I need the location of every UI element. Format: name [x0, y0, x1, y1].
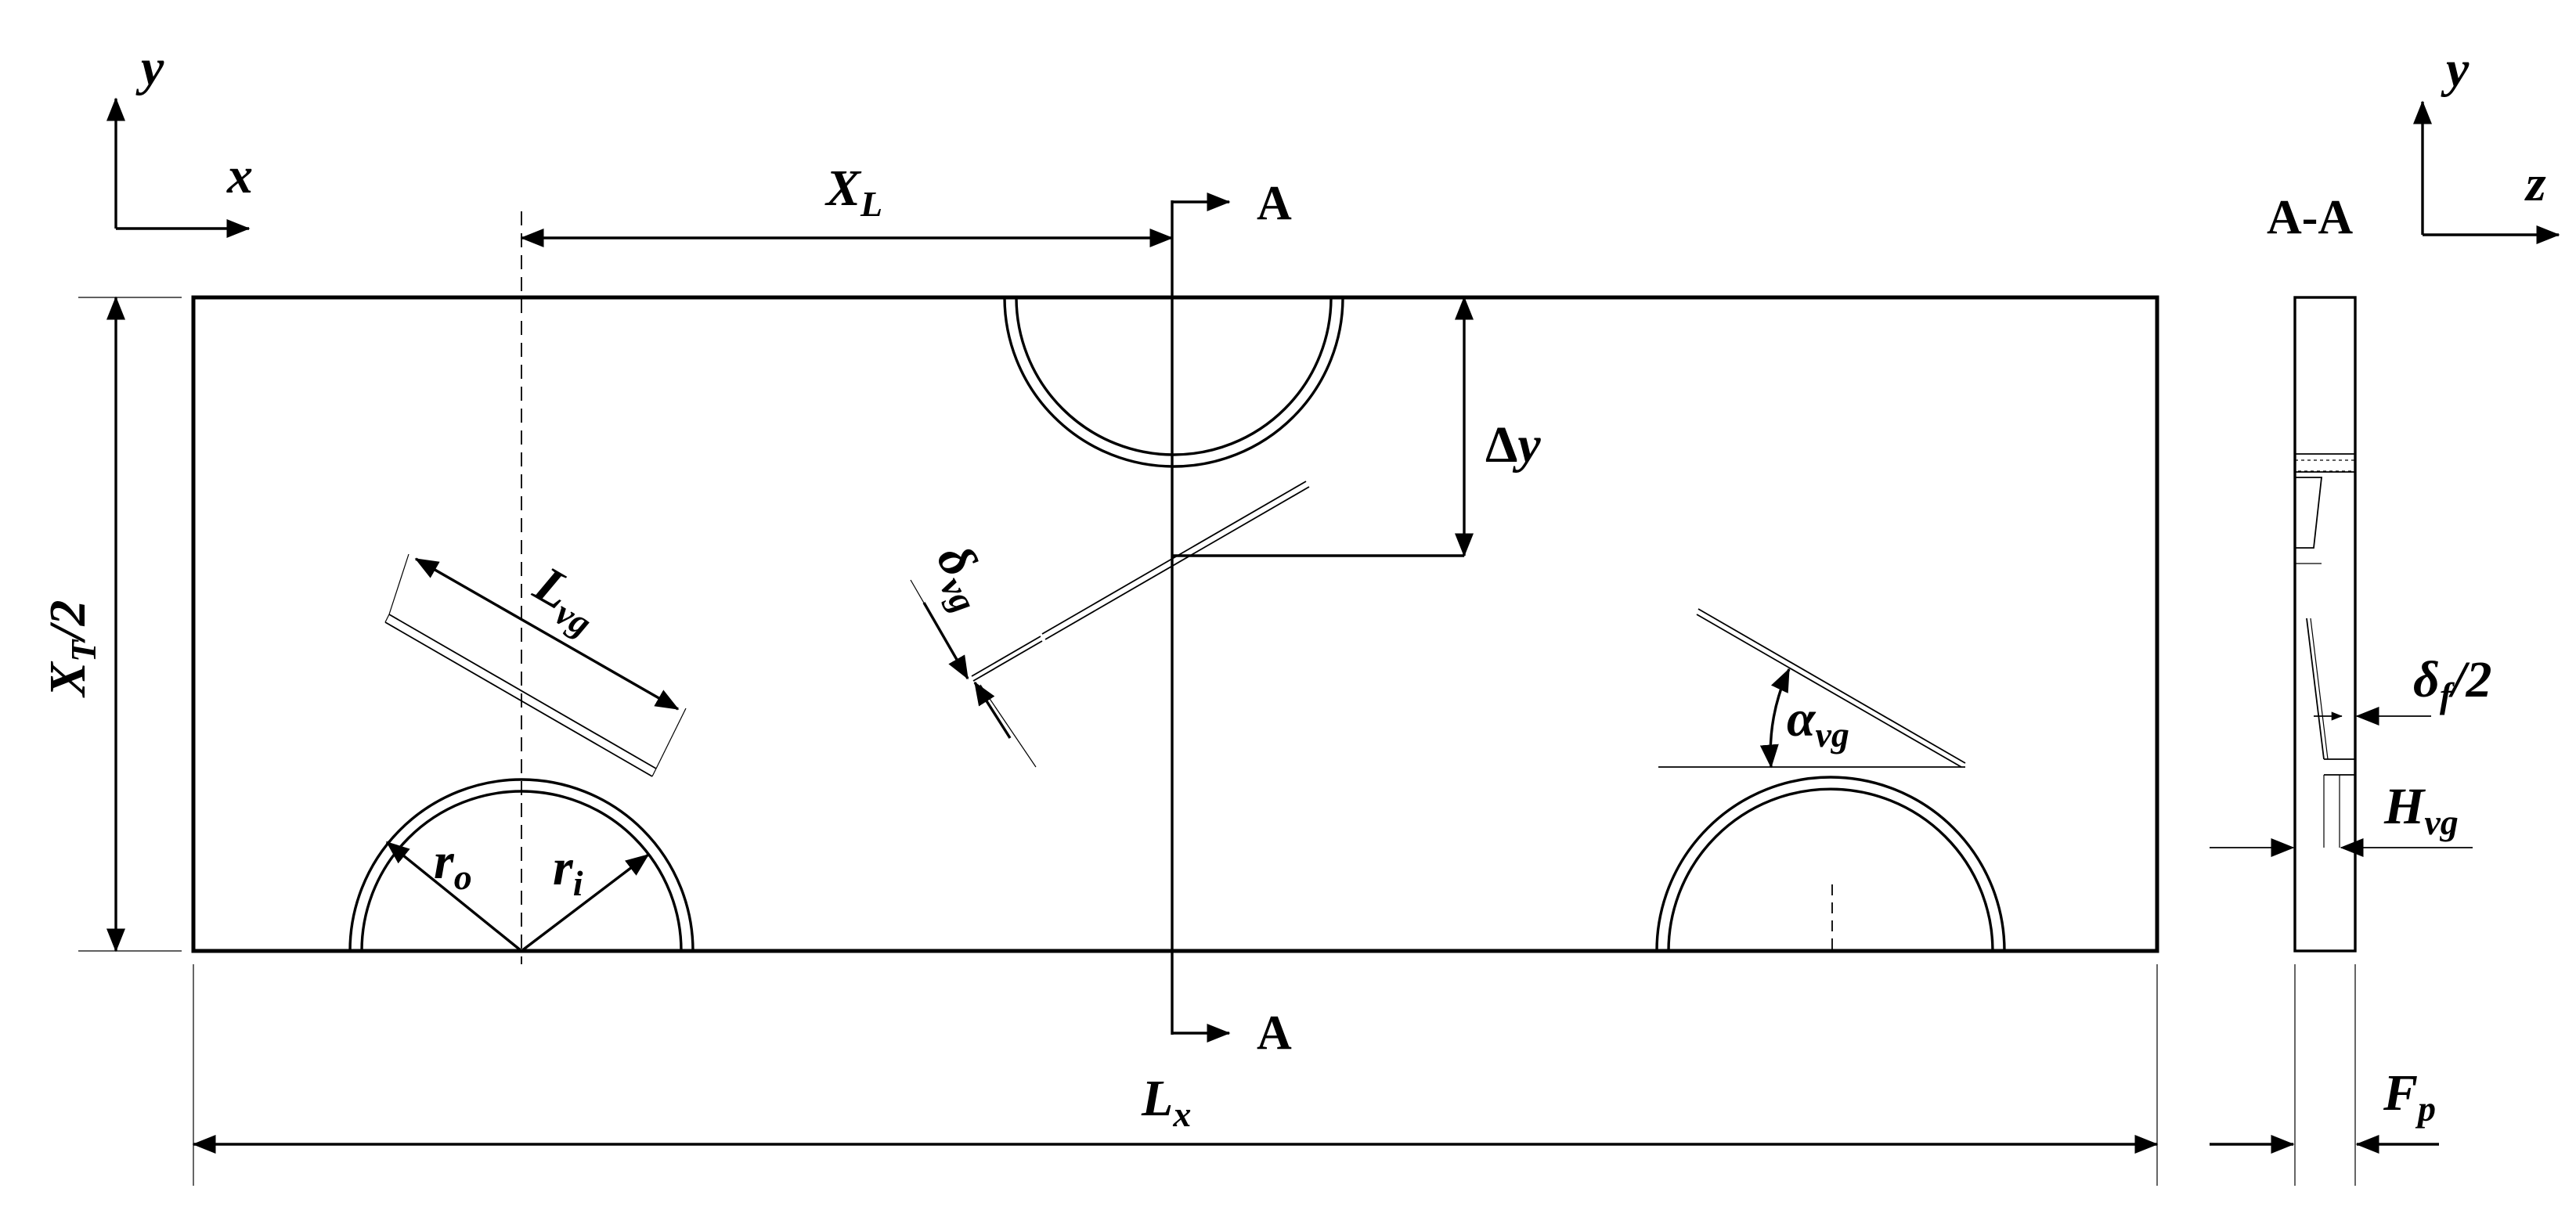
dimension-delta-y: Δy — [1172, 296, 1541, 557]
dimension-x-l: XL — [520, 160, 1174, 247]
vortex-generator-left: Lvg — [384, 553, 687, 777]
label-r-i: ri — [553, 839, 583, 903]
label-r-o: ro — [434, 833, 472, 897]
axes-xy: y x — [106, 39, 253, 238]
section-arrow-bottom-label: A — [1257, 1007, 1292, 1060]
dimension-delta-f-half: δf/2 — [2314, 651, 2491, 726]
label-alpha-vg: αvg — [1787, 690, 1849, 754]
label-x-l: XL — [824, 160, 882, 224]
label-delta-y: Δy — [1485, 416, 1541, 474]
axis-z-label: z — [2524, 155, 2546, 212]
axis-y-label-right: y — [2441, 41, 2470, 98]
label-h-vg: Hvg — [2383, 778, 2459, 842]
label-l-x: Lx — [1141, 1070, 1191, 1134]
top-semicircle-cutout — [1003, 297, 1344, 468]
section-view-title: A-A — [2267, 191, 2353, 244]
dimension-f-p: Fp — [2210, 1064, 2439, 1154]
dimension-h-vg: Hvg — [2210, 778, 2473, 857]
axis-y-label: y — [135, 39, 164, 96]
bottom-right-semicircle — [1655, 776, 2006, 952]
label-x-t-half: XT/2 — [39, 600, 103, 698]
section-line-a-a: A A — [1171, 177, 1292, 1060]
section-view-a-a: A-A — [2267, 191, 2357, 1186]
section-arrow-top-label: A — [1257, 177, 1292, 230]
vortex-generator-center: δvg — [910, 481, 1310, 768]
axes-yz: y z — [2413, 41, 2560, 244]
plate-outline — [191, 295, 2159, 953]
axis-x-label: x — [226, 147, 253, 204]
dimension-x-t-half: XT/2 — [39, 296, 182, 953]
label-delta-f-half: δf/2 — [2413, 651, 2491, 715]
label-delta-vg: δvg — [919, 535, 1005, 619]
dimension-l-x: Lx — [192, 964, 2159, 1186]
radius-dimensions: ro ri — [385, 833, 650, 953]
label-l-vg: Lvg — [521, 555, 610, 643]
vortex-generator-right: αvg — [1658, 608, 1966, 769]
label-f-p: Fp — [2383, 1064, 2436, 1129]
